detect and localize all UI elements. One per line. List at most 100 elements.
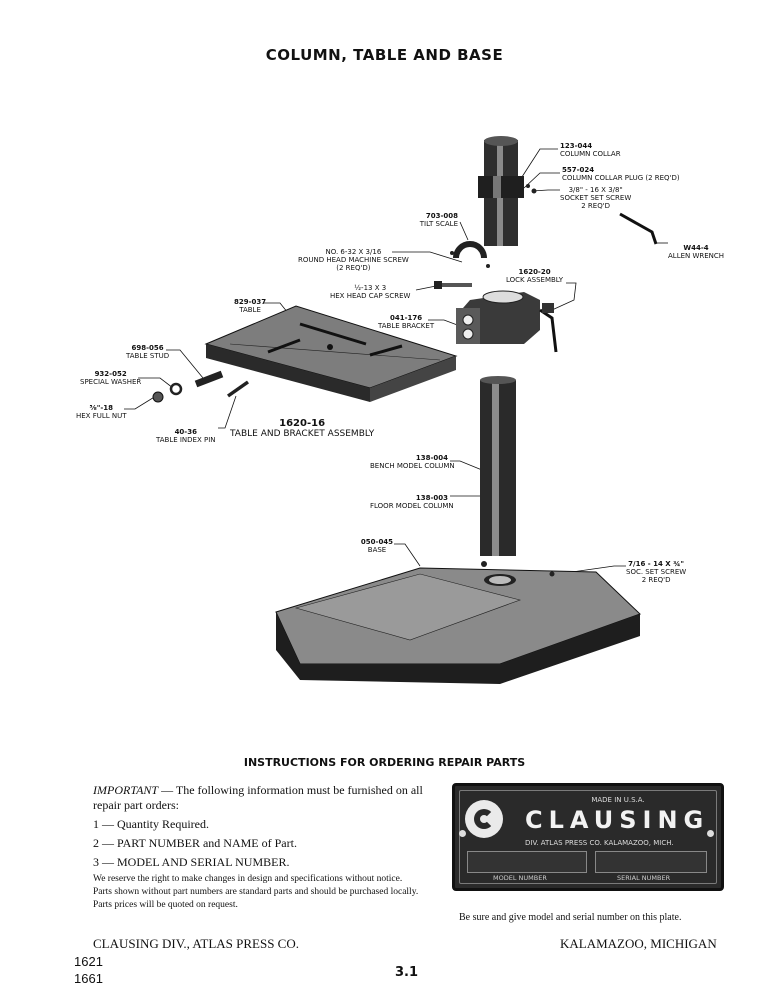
part-name: HEX FULL NUT — [76, 412, 127, 420]
instruction-item: 1 — Quantity Required. — [93, 817, 209, 831]
callout-table-bracket: 041-176 TABLE BRACKET — [378, 314, 434, 330]
callout-table: 829-037 TABLE — [234, 298, 266, 314]
plate-made-in: MADE IN U.S.A. — [591, 796, 645, 804]
part-spec: ½-13 x 3 — [354, 284, 387, 292]
rivet-icon — [459, 830, 466, 837]
ordering-instructions: IMPORTANT — The following information mu… — [93, 783, 428, 913]
callout-special-washer: 932-052 SPECIAL WASHER — [80, 370, 141, 386]
part-name: BENCH MODEL COLUMN — [370, 462, 455, 470]
part-name: TABLE INDEX PIN — [156, 436, 216, 444]
part-name: TABLE STUD — [126, 352, 170, 360]
callout-base: 050-045 BASE — [360, 538, 394, 554]
serial-number-box — [595, 851, 707, 873]
part-name: SPECIAL WASHER — [80, 378, 142, 386]
footer-location: KALAMAZOO, MICHIGAN — [560, 936, 717, 951]
part-name: SOC. SET SCREW — [626, 568, 687, 576]
part-number: 703-008 — [425, 212, 458, 220]
table-stud-part — [194, 370, 224, 388]
base-part — [275, 567, 641, 684]
part-name: BASE — [367, 546, 387, 554]
part-number: 138-003 — [415, 494, 448, 502]
model-number-box — [467, 851, 587, 873]
important-text: — The following information must be furn… — [93, 783, 423, 812]
column-collar-part — [478, 136, 537, 246]
callout-table-stud: 698-056 TABLE STUD — [126, 344, 169, 360]
instruction-note: Parts shown without part numbers are sta… — [93, 887, 419, 897]
callout-bench-column: 138-004 BENCH MODEL COLUMN — [370, 454, 455, 470]
serial-number-plate: MADE IN U.S.A. CLAUSING DIV. ATLAS PRESS… — [452, 783, 724, 891]
part-spec: ⅝"-18 — [89, 404, 114, 412]
part-number: 557-024 — [562, 166, 595, 174]
plate-brand: CLAUSING — [525, 806, 710, 834]
part-number: 698-056 — [131, 344, 164, 352]
hex-nut-part — [152, 391, 164, 403]
instruction-note: Parts prices will be quoted on request. — [93, 900, 238, 910]
allen-wrench-part — [619, 212, 658, 245]
assembly-name: TABLE AND BRACKET ASSEMBLY — [230, 429, 375, 439]
part-name: COLUMN COLLAR PLUG (2 Req'd) — [562, 174, 680, 182]
special-washer-part — [169, 382, 183, 396]
part-number: 829-037 — [234, 298, 267, 306]
callout-lock-assembly: 1620-20 LOCK ASSEMBLY — [506, 268, 563, 284]
important-label: IMPORTANT — [93, 783, 159, 797]
assembly-number: 1620-16 — [279, 418, 326, 429]
model-number-label: MODEL NUMBER — [493, 874, 547, 882]
assembly-label: 1620-16 TABLE AND BRACKET ASSEMBLY — [230, 418, 374, 440]
callout-tilt-scale: 703-008 TILT SCALE — [414, 212, 458, 228]
part-spec: No. 6-32 x 3/16 — [325, 248, 382, 256]
callout-allen-wrench: W44-4 ALLEN WRENCH — [668, 244, 724, 260]
footer-company: CLAUSING DIV., ATLAS PRESS CO. — [93, 936, 299, 951]
column-part — [480, 376, 516, 567]
hex-cap-screw-part — [434, 281, 472, 289]
instruction-item: 3 — MODEL AND SERIAL NUMBER. — [93, 855, 290, 869]
callout-socket-set-screw: 3/8" - 16 x 3/8" SOCKET SET SCREW 2 Req'… — [560, 186, 631, 210]
tilt-scale-part — [450, 241, 490, 268]
plate-division: DIV. ATLAS PRESS CO. KALAMAZOO, MICH. — [525, 839, 674, 847]
leader-lines — [124, 148, 668, 575]
part-name: ROUND HEAD MACHINE SCREW — [298, 256, 409, 264]
instruction-item: 2 — PART NUMBER and NAME of Part. — [93, 836, 297, 850]
model-number: 1621 — [74, 954, 103, 969]
table-part — [204, 305, 458, 402]
table-index-pin-part — [226, 380, 250, 398]
part-number: 050-045 — [360, 538, 394, 546]
callout-hex-cap-screw: ½-13 x 3 HEX HEAD CAP SCREW — [330, 284, 410, 300]
table-bracket-part — [456, 290, 558, 353]
exploded-parts-diagram — [124, 136, 668, 684]
part-name: SOCKET SET SCREW — [560, 194, 632, 202]
callout-floor-column: 138-003 FLOOR MODEL COLUMN — [370, 494, 454, 510]
callout-collar-plug: 557-024 COLUMN COLLAR PLUG (2 Req'd) — [562, 166, 680, 182]
instruction-note: We reserve the right to make changes in … — [93, 874, 403, 884]
important-paragraph: IMPORTANT — The following information mu… — [93, 783, 428, 813]
callout-hex-full-nut: ⅝"-18 HEX FULL NUT — [76, 404, 127, 420]
part-number: W44-4 — [683, 244, 709, 252]
part-number: 40-36 — [174, 428, 197, 436]
part-number: 138-004 — [415, 454, 448, 462]
part-qty: 2 Req'd — [641, 576, 671, 584]
callout-table-index-pin: 40-36 TABLE INDEX PIN — [156, 428, 216, 444]
part-number: 932-052 — [94, 370, 127, 378]
instructions-heading: INSTRUCTIONS FOR ORDERING REPAIR PARTS — [243, 756, 526, 769]
part-spec: 7/16 - 14 x ¾" — [628, 560, 685, 568]
page-number: 3.1 — [395, 965, 419, 980]
part-name: TILT SCALE — [419, 220, 458, 228]
part-name: LOCK ASSEMBLY — [506, 276, 564, 284]
part-qty: (2 Req'd) — [336, 264, 371, 272]
part-name: HEX HEAD CAP SCREW — [330, 292, 411, 300]
serial-number-label: SERIAL NUMBER — [617, 874, 671, 882]
page-title: COLUMN, TABLE AND BASE — [265, 46, 504, 64]
rivet-icon — [707, 830, 714, 837]
part-number: 123-044 — [560, 142, 593, 150]
part-name: COLUMN COLLAR — [560, 150, 621, 158]
part-number: 041-176 — [389, 314, 423, 322]
part-qty: 2 Req'd — [581, 202, 611, 210]
part-name: TABLE — [239, 306, 261, 314]
callout-round-head-screw: No. 6-32 x 3/16 ROUND HEAD MACHINE SCREW… — [298, 248, 409, 272]
part-name: TABLE BRACKET — [378, 322, 435, 330]
part-number: 1620-20 — [518, 268, 551, 276]
callout-column-collar: 123-044 COLUMN COLLAR — [560, 142, 621, 158]
model-number: 1661 — [74, 971, 103, 986]
callout-soc-set-screw: 7/16 - 14 x ¾" SOC. SET SCREW 2 Req'd — [626, 560, 686, 584]
plate-note: Be sure and give model and serial number… — [459, 912, 682, 923]
part-name: ALLEN WRENCH — [668, 252, 725, 260]
